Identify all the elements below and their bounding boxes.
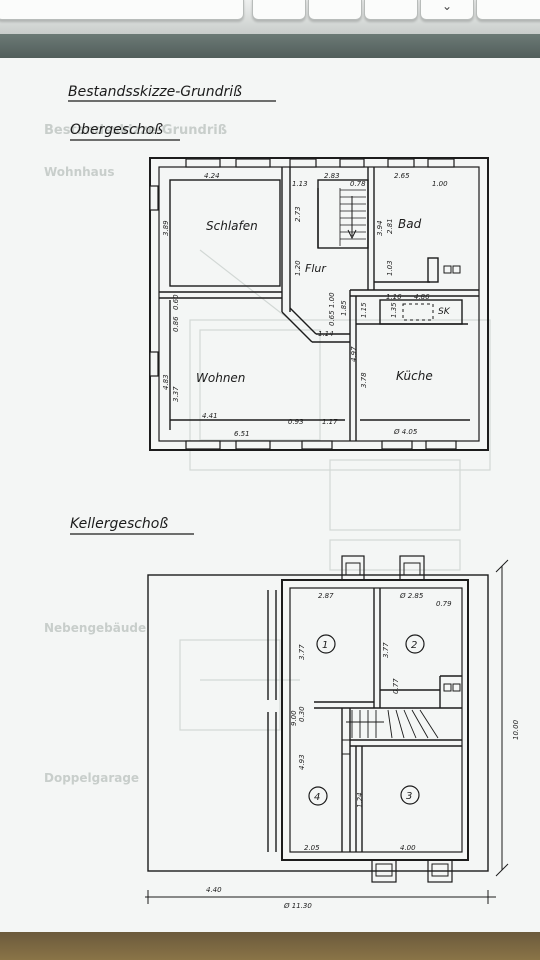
room-number-3: 3 — [406, 791, 412, 802]
dimension-label: 4.00 — [400, 844, 416, 852]
dimension-label: 4.93 — [298, 754, 306, 770]
room-label-schlafen: Schlafen — [206, 219, 258, 233]
keyboard-key — [0, 0, 244, 20]
dimension-label: 1.15 — [360, 302, 368, 318]
room-label-wohnen: Wohnen — [196, 371, 245, 385]
dimension-label: 0.93 — [288, 418, 304, 426]
dimension-label: 2.05 — [304, 844, 320, 852]
dimension-label: 3.77 — [382, 642, 390, 658]
dimension-label: 1.00 — [328, 292, 336, 308]
desk-surface-bottom — [0, 932, 540, 960]
keyboard-key — [308, 0, 362, 20]
dimension-label: Ø 11.30 — [283, 902, 312, 910]
room-number-4: 4 — [314, 792, 320, 803]
dimension-label: 4.24 — [204, 172, 220, 180]
dimension-label: 4.86 — [414, 293, 430, 301]
dimension-label: 3.89 — [162, 220, 170, 236]
room-number-1: 1 — [322, 640, 328, 651]
dimension-label: 3.94 — [376, 220, 384, 236]
dimension-label: 1.20 — [294, 260, 302, 276]
ghost-layer: Bestandsskizze-Grundriß Wohnhaus Nebenge… — [44, 123, 491, 785]
dimension-label: 2.81 — [386, 218, 394, 234]
dimension-label: 1.03 — [386, 260, 394, 276]
dimension-label: 1.24 — [356, 792, 364, 808]
dimension-label: 2.83 — [324, 172, 340, 180]
paper-sheet — [0, 58, 540, 932]
room-label-flur: Flur — [305, 262, 327, 275]
dimension-label: 2.73 — [294, 206, 302, 222]
dimension-label: 1.16 — [386, 293, 402, 301]
dimension-label: Ø 4.05 — [393, 428, 418, 436]
dimension-label: 1.17 — [322, 418, 338, 426]
dimension-label: 0.77 — [392, 678, 400, 694]
dimension-label: 3.37 — [172, 386, 180, 402]
dimension-label: 3.77 — [298, 644, 306, 660]
dimension-label: 4.41 — [202, 412, 218, 420]
dimension-label: 0.86 — [172, 316, 180, 332]
ghost-heading: Bestandsskizze-Grundriß — [44, 123, 227, 138]
upper-dimensions: 4.24 1.13 2.83 0.78 2.65 1.00 3.89 2.73 … — [162, 172, 448, 438]
dimension-label: Ø 2.85 — [399, 592, 424, 600]
room-label-kueche: Küche — [396, 369, 433, 383]
room-label-sk: SK — [438, 307, 451, 317]
dimension-label: 4.83 — [162, 374, 170, 390]
dimension-label: 1.35 — [390, 302, 398, 318]
room-label-bad: Bad — [398, 217, 422, 231]
dimension-label: 2.65 — [394, 172, 410, 180]
keyboard-key — [476, 0, 540, 20]
dimension-label: 0.65 — [328, 310, 336, 326]
basement-plan — [145, 555, 509, 904]
dimension-label: 1.14 — [318, 330, 334, 338]
dimension-label: 6.51 — [234, 430, 250, 438]
dimension-label: 2.87 — [318, 592, 334, 600]
keyboard-key — [252, 0, 306, 20]
chevron-down-icon: ⌄ — [441, 0, 453, 13]
dimension-label: 9.00 — [290, 710, 298, 726]
dimension-label: 0.78 — [350, 180, 366, 188]
dimension-label: 4.97 — [350, 346, 358, 362]
keyboard-key — [364, 0, 418, 20]
dimension-label: 1.13 — [292, 180, 308, 188]
ghost-label-nebengebaeude: Nebengebäude — [44, 621, 146, 635]
upper-floor-plan — [149, 157, 489, 451]
dimension-label: 0.30 — [298, 706, 306, 722]
keyboard-edge: ⌄ — [0, 0, 540, 34]
dimension-label: 3.78 — [360, 372, 368, 388]
drawing-title: Bestandsskizze-Grundriß — [68, 84, 242, 100]
dimension-label: 4.40 — [206, 886, 222, 894]
upper-floor-heading: Obergeschoß — [70, 122, 163, 138]
basement-heading: Kellergeschoß — [70, 516, 168, 532]
dimension-label: 1.85 — [340, 300, 348, 316]
basement-dimensions: 2.87 Ø 2.85 0.79 3.77 3.77 0.77 9.00 0.3… — [206, 592, 520, 910]
ghost-label-wohnhaus: Wohnhaus — [44, 165, 114, 179]
arrow-down-key: ⌄ — [420, 0, 474, 20]
dimension-label: 0.79 — [436, 600, 452, 608]
dimension-label: 10.00 — [512, 719, 520, 740]
dimension-label: 0.60 — [172, 294, 180, 310]
room-number-2: 2 — [411, 640, 417, 651]
ghost-label-doppelgarage: Doppelgarage — [44, 771, 139, 785]
dimension-label: 1.00 — [432, 180, 448, 188]
